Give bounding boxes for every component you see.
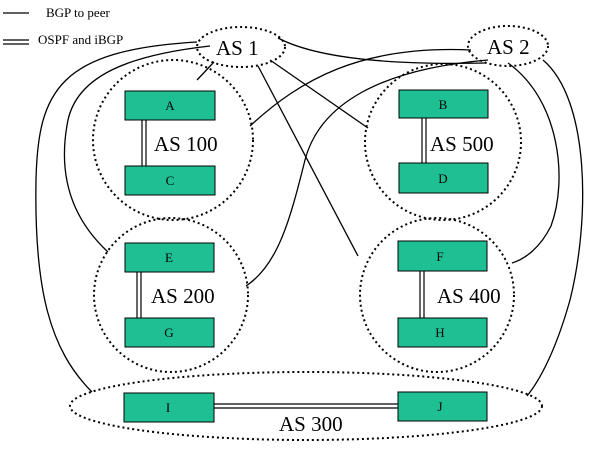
router-c-label: C [166,173,175,188]
as1-label: AS 1 [216,36,259,60]
router-a-label: A [165,98,175,113]
as200-boundary [93,217,249,373]
bgp-link-as2-j [526,59,584,397]
bgp-link-as2-as400 [507,62,560,264]
bgp-link-as1-b [269,59,369,129]
router-e-label: E [165,250,173,265]
router-d-label: D [438,171,447,186]
router-g-label: G [164,325,173,340]
as400-group: F H AS 400 [359,217,515,373]
bgp-link-as2-as100 [249,48,472,127]
as200-group: E G AS 200 [93,217,249,373]
router-j-label: J [437,399,442,414]
as2-ellipse [467,25,549,67]
bgp-links [35,37,584,397]
bgp-link-as1-i [35,41,198,393]
legend: BGP to peer OSPF and iBGP [3,5,123,47]
bgp-link-as1-a [196,61,215,81]
router-j [397,391,488,422]
as300-group: I J AS 300 [69,371,543,441]
legend-bgp-label: BGP to peer [46,5,110,20]
router-f-label: F [436,249,443,264]
router-i [123,392,215,423]
as500-label: AS 500 [430,132,494,156]
as300-label: AS 300 [279,412,343,436]
router-h [397,317,488,348]
router-d [398,162,489,194]
bgp-link-as1-e [63,45,211,253]
as400-label: AS 400 [437,284,501,308]
router-h-label: H [435,325,444,340]
as1-ellipse [196,26,286,68]
bgp-link-as2-e [277,37,487,65]
bgp-link-as1-f [257,65,359,257]
router-c [124,165,216,196]
router-b-label: B [439,97,448,112]
as200-label: AS 200 [151,284,215,308]
router-b [398,89,489,119]
legend-ospf-label: OSPF and iBGP [38,32,123,47]
as500-group: B D AS 500 [364,63,522,221]
as300-boundary [69,371,543,441]
as2-label: AS 2 [487,35,530,59]
router-e [124,242,215,273]
router-i-label: I [166,400,170,415]
router-a [124,90,216,121]
router-f [397,240,488,272]
as500-boundary [364,63,522,221]
as100-boundary [92,59,254,221]
router-g [124,317,215,348]
as100-group: A C AS 100 [92,59,254,221]
as100-label: AS 100 [154,132,218,156]
as400-boundary [359,217,515,373]
